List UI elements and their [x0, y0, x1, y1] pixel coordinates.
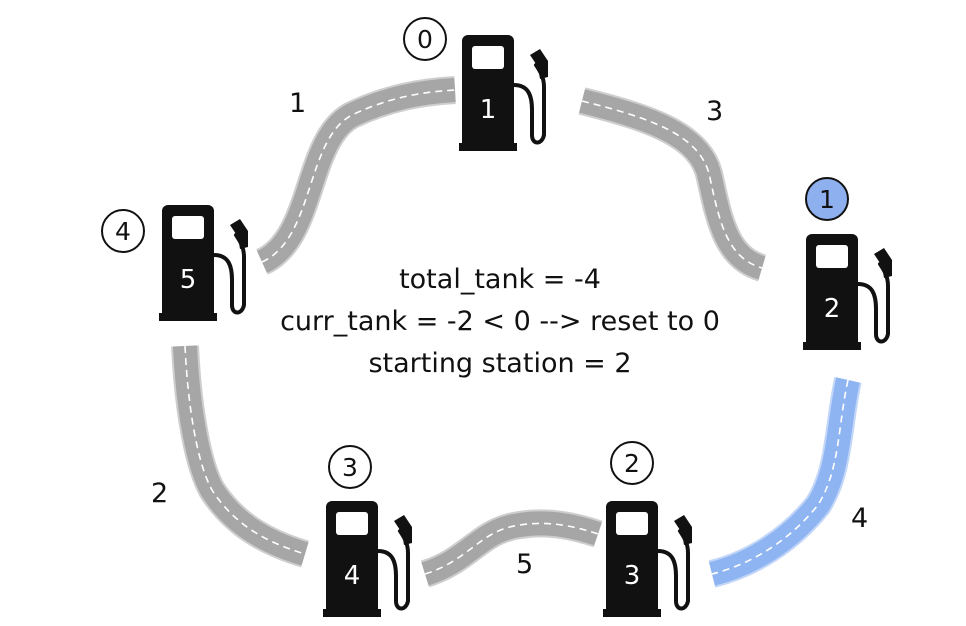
station-1-gas-badge: 0 [403, 17, 447, 61]
pump-base [159, 313, 217, 321]
gas-badge-value: 2 [624, 449, 640, 478]
road-2-3 [708, 376, 862, 588]
road-cost-label: 1 [289, 88, 307, 119]
station-1-pump-icon: 1 [459, 35, 548, 151]
gas-badge-circle [805, 177, 849, 221]
road-5-1 [255, 76, 456, 275]
pump-hose [512, 63, 546, 145]
pump-number-label: 4 [344, 561, 361, 591]
pump-base [803, 342, 861, 350]
road-cost-label: 2 [151, 478, 169, 509]
station-4-gas-badge: 3 [328, 445, 372, 489]
roads-layer [171, 76, 862, 588]
road-cost-label: 5 [516, 549, 534, 580]
gas-badge-value: 4 [115, 217, 131, 246]
station-5-gas-badge: 4 [101, 209, 145, 253]
station-3-pump-icon: 3 [603, 501, 692, 617]
road-4-5 [171, 345, 310, 568]
station-3-gas-badge: 2 [610, 441, 654, 485]
gas-badge-value: 1 [819, 185, 835, 214]
road-3-4 [420, 509, 603, 588]
road-1-2 [578, 87, 767, 282]
pump-screen [816, 245, 848, 268]
station-2-pump-icon: 2 [803, 234, 892, 350]
road-2-3-surface [708, 377, 860, 586]
pump-screen [336, 512, 368, 535]
pump-base [459, 143, 517, 151]
pump-base [603, 609, 661, 617]
gas-badge-circle [610, 441, 654, 485]
pumps-layer: 1 2 3 4 5 [159, 35, 892, 617]
pump-hose [376, 529, 410, 611]
pump-number-label: 2 [824, 294, 841, 324]
pump-screen [472, 46, 504, 69]
station-4-pump-icon: 4 [323, 501, 412, 617]
pump-nozzle [530, 49, 548, 79]
road-1-2-lane-marking [581, 100, 763, 269]
road-3-4-surface [421, 511, 602, 586]
gas-badge-value: 0 [417, 25, 433, 54]
pump-nozzle [874, 248, 892, 278]
station-2-gas-badge: 1 [805, 177, 849, 221]
pump-nozzle [674, 515, 692, 545]
gas-badge-value: 3 [342, 453, 358, 482]
pump-nozzle [230, 219, 248, 249]
pump-hose [656, 529, 690, 611]
pump-screen [616, 512, 648, 535]
pump-nozzle [394, 515, 412, 545]
total-tank-text: total_tank = -4 [399, 264, 601, 295]
pump-number-label: 5 [180, 265, 197, 295]
road-4-5-lane-marking [184, 345, 306, 555]
pump-number-label: 3 [624, 561, 641, 591]
pump-screen [172, 216, 204, 239]
starting-station-text: starting station = 2 [368, 348, 632, 379]
road-1-2-surface [579, 89, 767, 280]
road-cost-label: 3 [706, 96, 724, 127]
gas-badge-circle [101, 209, 145, 253]
gas-badge-circle [328, 445, 372, 489]
road-5-1-lane-marking [261, 89, 456, 263]
road-cost-label: 4 [851, 503, 869, 534]
curr-tank-text: curr_tank = -2 < 0 --> reset to 0 [280, 306, 720, 337]
gas-badge-circle [403, 17, 447, 61]
road-2-3-lane-marking [711, 379, 849, 575]
gas-badges-layer: 0 1 2 3 4 [101, 17, 849, 489]
station-5-pump-icon: 5 [159, 205, 248, 321]
pump-number-label: 1 [480, 95, 497, 125]
pump-base [323, 609, 381, 617]
